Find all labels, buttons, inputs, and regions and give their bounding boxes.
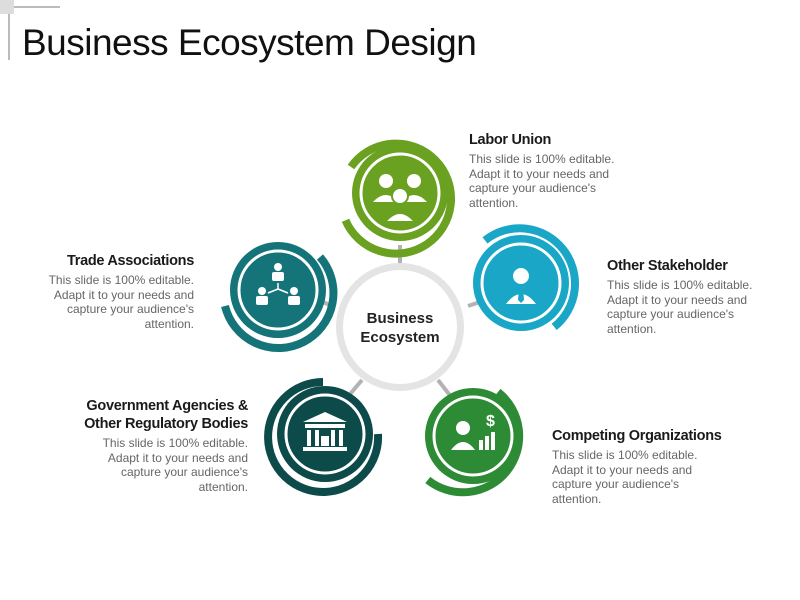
org-hierarchy-icon bbox=[256, 263, 300, 305]
node-ring bbox=[425, 388, 521, 484]
node-competing-organizations: $ bbox=[425, 388, 524, 497]
node-inner-ring bbox=[284, 393, 366, 475]
node-inner-ring bbox=[432, 395, 514, 477]
node-ring bbox=[230, 242, 326, 338]
center-label: Business Ecosystem bbox=[340, 309, 460, 347]
corner-decoration bbox=[0, 0, 60, 60]
center-label-line2: Ecosystem bbox=[360, 329, 440, 346]
block-trade-associations: Trade Associations This slide is 100% ed… bbox=[34, 252, 195, 331]
node-labor-union bbox=[341, 139, 455, 258]
node-description: This slide is 100% editable. Adapt it to… bbox=[607, 278, 753, 336]
node-description: This slide is 100% editable. Adapt it to… bbox=[48, 273, 194, 331]
node-title-line2: Other Regulatory Bodies bbox=[84, 416, 248, 432]
block-government-agencies: Government Agencies & Other Regulatory B… bbox=[48, 397, 248, 494]
government-building-icon bbox=[303, 412, 347, 451]
node-arc bbox=[264, 378, 383, 496]
node-title: Trade Associations bbox=[66, 253, 194, 269]
center-label-line1: Business bbox=[366, 310, 434, 327]
page-title: Business Ecosystem Design bbox=[22, 22, 477, 63]
node-title: Other Stakeholder bbox=[607, 258, 728, 274]
node-inner-ring bbox=[480, 242, 562, 324]
node-ring bbox=[277, 386, 373, 482]
node-government-agencies bbox=[264, 378, 383, 496]
node-arc bbox=[482, 224, 579, 331]
people-group-icon bbox=[373, 174, 427, 223]
block-other-stakeholder: Other Stakeholder This slide is 100% edi… bbox=[607, 257, 787, 336]
block-competing-organizations: Competing Organizations This slide is 10… bbox=[552, 427, 772, 506]
node-arc bbox=[341, 139, 455, 258]
block-labor-union: Labor Union This slide is 100% editable.… bbox=[469, 131, 639, 210]
svg-text:$: $ bbox=[486, 413, 495, 430]
node-title-line1: Government Agencies & bbox=[86, 398, 248, 414]
node-inner-ring bbox=[359, 152, 441, 234]
node-inner-ring bbox=[237, 249, 319, 331]
node-trade-associations bbox=[221, 242, 338, 353]
node-description: This slide is 100% editable. Adapt it to… bbox=[102, 436, 248, 494]
node-description: This slide is 100% editable. Adapt it to… bbox=[469, 152, 615, 210]
node-arc bbox=[221, 254, 338, 353]
node-description: This slide is 100% editable. Adapt it to… bbox=[552, 448, 698, 506]
node-title: Competing Organizations bbox=[552, 428, 722, 444]
center-circle-inner bbox=[343, 270, 457, 384]
businessman-icon bbox=[506, 268, 536, 304]
person-dollar-chart-icon: $ bbox=[451, 413, 495, 450]
node-other-stakeholder bbox=[473, 224, 579, 331]
node-title: Labor Union bbox=[469, 132, 552, 148]
